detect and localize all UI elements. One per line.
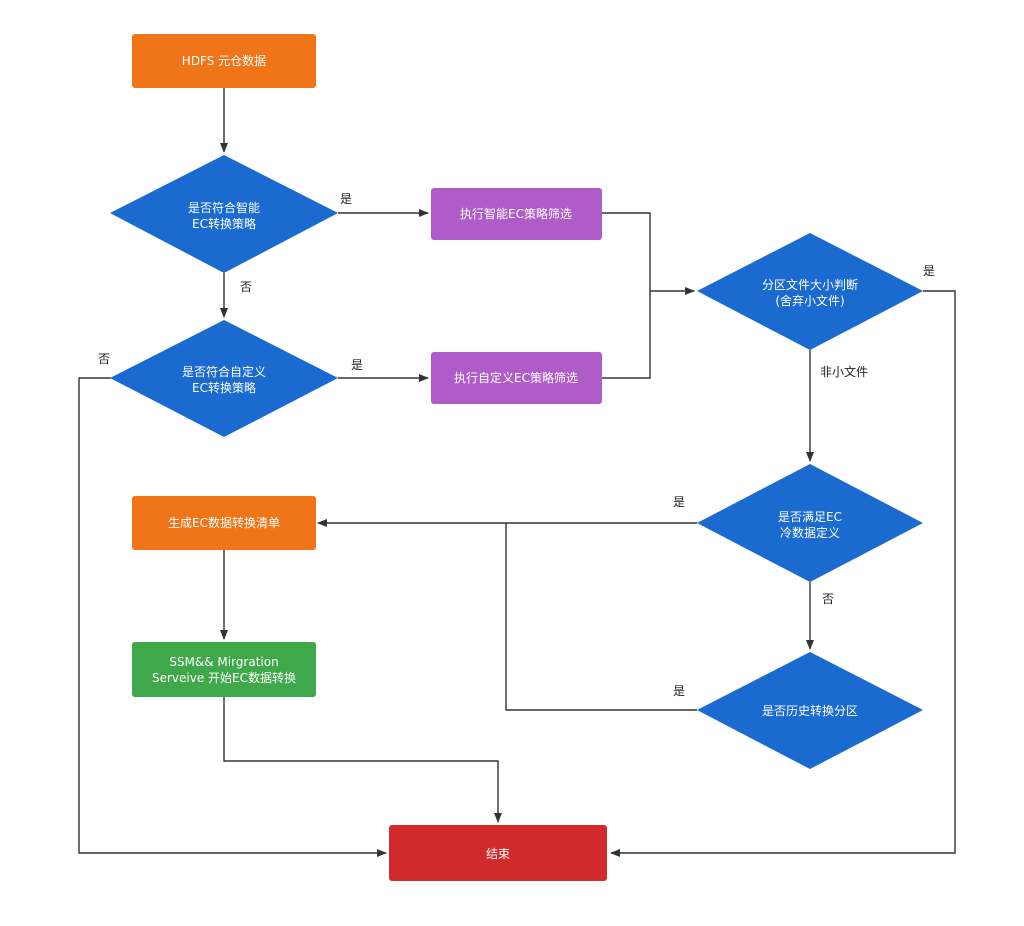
edge-custom-no [78,377,387,857]
node-hdfs-meta-label: HDFS 元仓数据 [182,53,266,68]
label-cold-yes: 是 [673,495,685,509]
decision-cold-data-line1: 是否满足EC [778,510,842,524]
label-custom-no: 否 [98,352,110,366]
decision-custom-ec: 是否符合自定义 EC转换策略 [110,320,338,437]
label-history-yes: 是 [673,684,685,698]
node-smart-ec-exec-label: 执行智能EC策略筛选 [460,206,572,221]
label-custom-yes: 是 [351,358,363,372]
decision-smart-ec-line1: 是否符合智能 [188,200,260,215]
node-custom-ec-exec-label: 执行自定义EC策略筛选 [454,370,578,385]
decision-custom-ec-line1: 是否符合自定义 [182,364,266,379]
edge-ssm-to-end [223,697,502,823]
node-hdfs-meta: HDFS 元仓数据 [132,34,316,88]
node-smart-ec-exec: 执行智能EC策略筛选 [431,188,602,240]
label-smart-no: 否 [240,280,252,294]
decision-smart-ec-line2: EC转换策略 [192,216,256,231]
decision-cold-data-line2: 冷数据定义 [780,525,840,540]
decision-file-size: 分区文件大小判断 (舍弃小文件) [697,233,923,350]
node-ssm-migration-line1: SSM&& Mirgration [169,655,278,669]
decision-file-size-line1: 分区文件大小判断 [762,277,858,292]
edge-labels: 是 否 是 否 是 非小文件 是 否 是 [98,192,935,698]
edges [78,88,956,857]
node-gen-ec-list-label: 生成EC数据转换清单 [168,515,280,530]
decision-file-size-line2: (舍弃小文件) [775,293,844,308]
node-custom-ec-exec: 执行自定义EC策略筛选 [431,352,602,404]
label-smart-yes: 是 [340,192,352,206]
node-end-label: 结束 [486,847,510,861]
edge-smart-exec-to-size [602,212,651,291]
decision-history-partition: 是否历史转换分区 [697,652,923,769]
decision-custom-ec-line2: EC转换策略 [192,380,256,395]
node-ssm-migration-line2: Serveive 开始EC数据转换 [152,670,296,685]
edge-history-yes [505,523,697,711]
node-gen-ec-list: 生成EC数据转换清单 [132,496,316,550]
node-end: 结束 [389,825,607,881]
label-size-yes: 是 [923,264,935,278]
decision-smart-ec: 是否符合智能 EC转换策略 [110,155,338,273]
node-ssm-migration: SSM&& Mirgration Serveive 开始EC数据转换 [132,642,316,697]
decision-history-partition-label: 是否历史转换分区 [762,703,858,718]
decision-cold-data: 是否满足EC 冷数据定义 [697,464,923,582]
label-size-not-small: 非小文件 [820,364,868,379]
edge-size-yes [610,290,956,857]
label-cold-no: 否 [822,592,834,606]
edge-custom-exec-to-size [602,287,695,379]
